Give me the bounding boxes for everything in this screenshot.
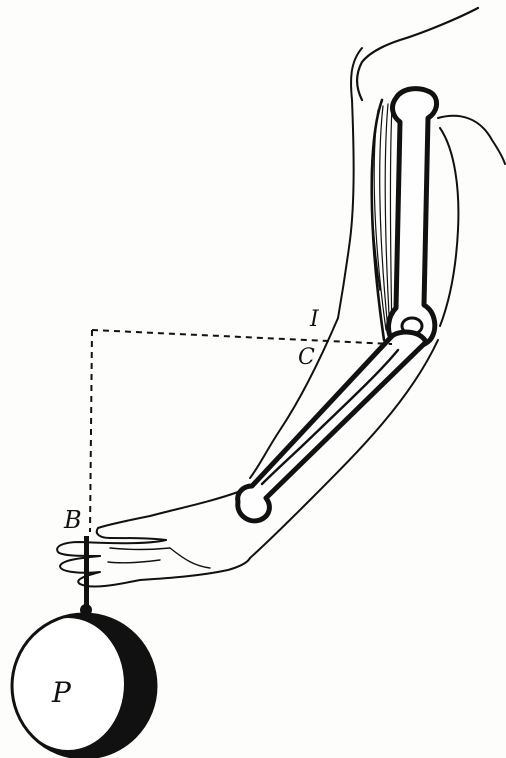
- weight-cord: [84, 536, 89, 608]
- biceps-muscle: [371, 100, 392, 340]
- fulcrum-label: I: [309, 307, 320, 332]
- weight-ball: [12, 614, 156, 758]
- humerus-bone: [389, 89, 437, 348]
- muscle-label: C: [298, 345, 315, 370]
- weight-label: P: [51, 676, 72, 709]
- forearm-bone: [238, 332, 426, 521]
- hand-point-label: B: [63, 506, 82, 534]
